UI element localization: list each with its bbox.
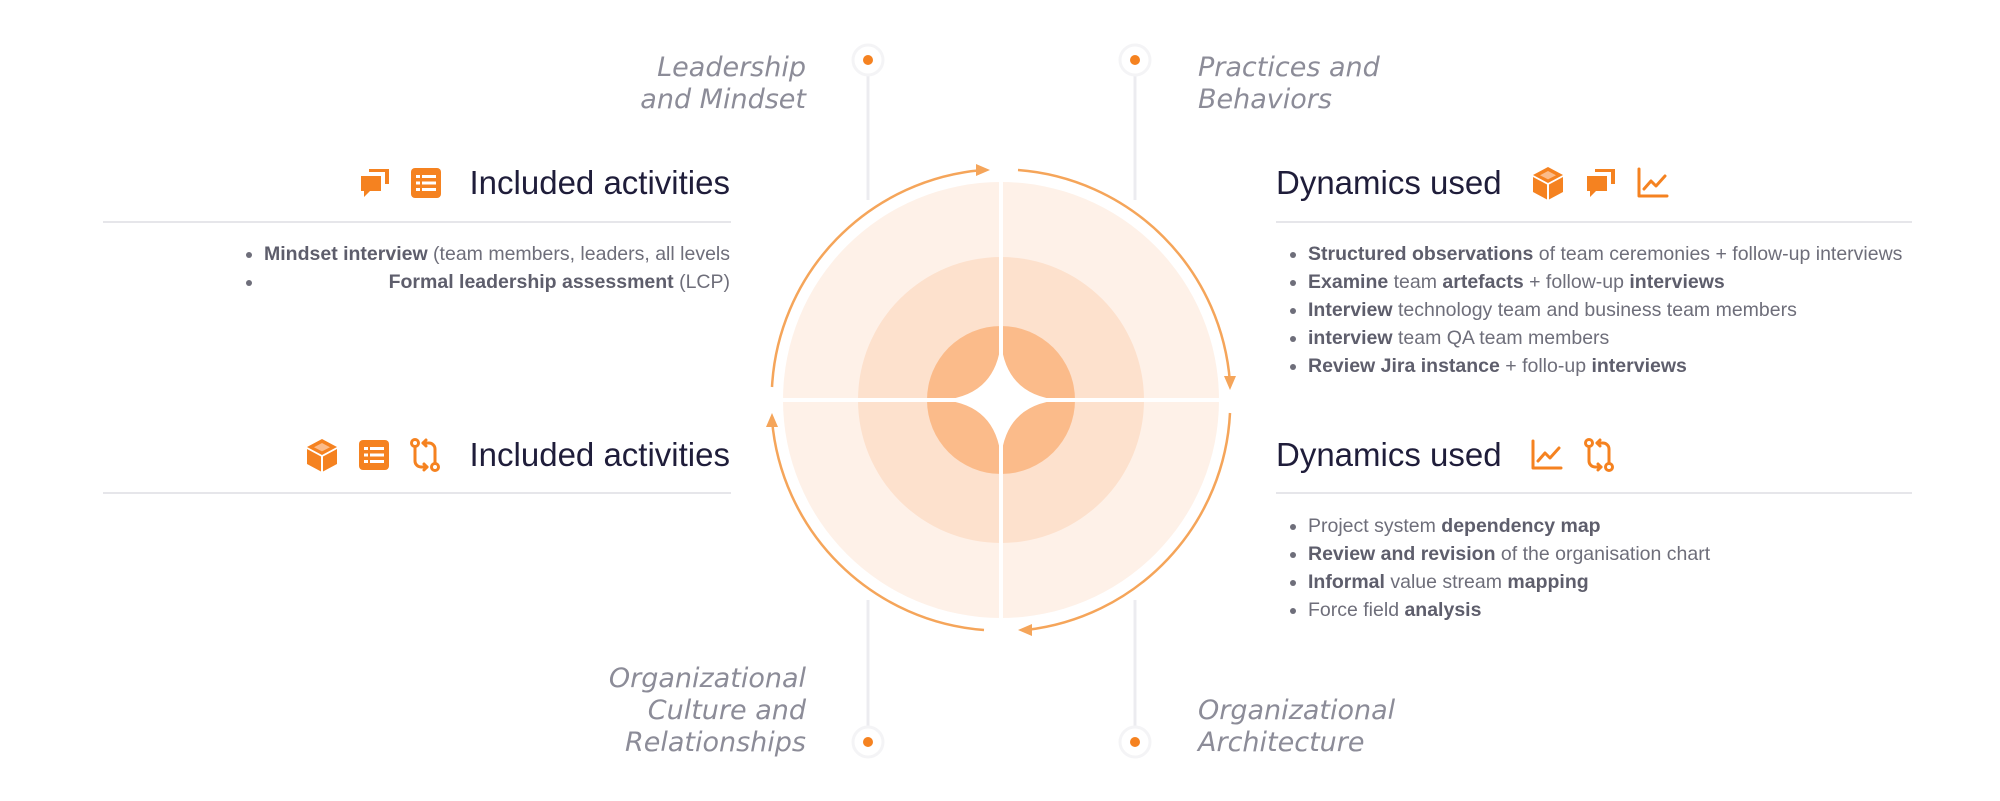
cycle-arrowhead-top-left bbox=[976, 164, 990, 176]
cube-icon bbox=[1530, 165, 1566, 201]
bold-text: interviews bbox=[1629, 271, 1725, 293]
text: team QA team members bbox=[1392, 327, 1610, 349]
bold-text: analysis bbox=[1404, 599, 1482, 621]
label-line: Culture and bbox=[647, 695, 806, 726]
label-practices-and-behaviors: Practices and Behaviors bbox=[1198, 52, 1380, 116]
bold-text: artefacts bbox=[1442, 271, 1524, 293]
connector-dot-bottom-left bbox=[851, 725, 885, 759]
text: (team members, leaders, all levels bbox=[427, 243, 730, 265]
text: technology team and business team member… bbox=[1392, 299, 1797, 321]
label-line: Behaviors bbox=[1198, 84, 1332, 115]
bold-text: Informal bbox=[1308, 571, 1385, 593]
icon-group bbox=[358, 166, 442, 200]
list-item: interview team QA team members bbox=[1288, 324, 1902, 352]
section-divider bbox=[103, 221, 731, 223]
cube-icon bbox=[304, 437, 340, 473]
label-organizational-architecture: Organizational Architecture bbox=[1198, 695, 1395, 759]
cycle-arrowhead-bottom-left bbox=[766, 413, 778, 427]
section-divider bbox=[1276, 492, 1912, 494]
label-leadership-and-mindset: Leadership and Mindset bbox=[640, 52, 806, 116]
list-item: Structured observations of team ceremoni… bbox=[1288, 240, 1902, 268]
bold-text: Formal leadership assessment bbox=[388, 271, 674, 293]
list-item: Force field analysis bbox=[1288, 596, 1710, 624]
cycle-arrow-top-right bbox=[1017, 168, 1232, 384]
bold-text: interviews bbox=[1591, 355, 1687, 377]
label-line: Practices and bbox=[1198, 52, 1380, 83]
list-icon bbox=[410, 167, 442, 199]
chart-icon bbox=[1636, 166, 1670, 200]
section-divider bbox=[103, 492, 731, 494]
section-title: Dynamics used bbox=[1276, 164, 1502, 201]
connector-dot-top-right bbox=[1118, 43, 1152, 77]
bold-text: Interview bbox=[1308, 299, 1393, 321]
bold-text: Structured observations bbox=[1308, 243, 1534, 265]
list-item: Project system dependency map bbox=[1288, 512, 1710, 540]
bold-text: Review Jira instance bbox=[1308, 355, 1500, 377]
label-line: and Mindset bbox=[640, 84, 806, 115]
leadership-activities-list: Mindset interview (team members, leaders… bbox=[244, 240, 730, 296]
text: (LCP) bbox=[673, 271, 730, 293]
section-title: Included activities bbox=[469, 164, 730, 201]
bold-text: dependency map bbox=[1441, 515, 1601, 537]
flow-icon bbox=[408, 437, 442, 473]
chat-icon bbox=[1584, 166, 1618, 200]
text: + follo-up bbox=[1499, 355, 1592, 377]
cycle-arrowhead-top-right bbox=[1224, 376, 1236, 390]
connector-dot-bottom-right bbox=[1118, 725, 1152, 759]
culture-activities-header: Included activities bbox=[304, 430, 730, 480]
leadership-activities-header: Included activities bbox=[358, 158, 730, 208]
text: of team ceremonies + follow-up interview… bbox=[1533, 243, 1903, 265]
bold-text: Review and revision bbox=[1308, 543, 1496, 565]
text: Project system bbox=[1308, 515, 1442, 537]
cycle-arrowhead-bottom-right bbox=[1018, 624, 1032, 636]
practices-dynamics-header: Dynamics used bbox=[1276, 158, 1670, 208]
text: of the organisation chart bbox=[1495, 543, 1711, 565]
text: Force field bbox=[1308, 599, 1405, 621]
icon-group bbox=[1530, 437, 1616, 473]
chart-icon bbox=[1530, 438, 1564, 472]
label-line: Organizational bbox=[608, 663, 806, 694]
icon-group bbox=[304, 437, 442, 473]
label-line: Architecture bbox=[1198, 727, 1365, 758]
list-icon bbox=[358, 439, 390, 471]
list-item: Examine team artefacts + follow-up inter… bbox=[1288, 268, 1902, 296]
bold-text: Mindset interview bbox=[264, 243, 428, 265]
label-organizational-culture: Organizational Culture and Relationships bbox=[609, 663, 806, 759]
section-title: Included activities bbox=[469, 436, 730, 473]
label-line: Relationships bbox=[624, 727, 806, 758]
flow-icon bbox=[1582, 437, 1616, 473]
list-item: Mindset interview (team members, leaders… bbox=[244, 240, 730, 268]
list-item: Interview technology team and business t… bbox=[1288, 296, 1902, 324]
list-item: Review Jira instance + follo-up intervie… bbox=[1288, 352, 1902, 380]
section-divider bbox=[1276, 221, 1912, 223]
label-line: Organizational bbox=[1198, 695, 1396, 726]
icon-group bbox=[1530, 165, 1670, 201]
cycle-arrow-top-left bbox=[770, 168, 984, 388]
architecture-dynamics-header: Dynamics used bbox=[1276, 430, 1616, 480]
bold-text: mapping bbox=[1507, 571, 1589, 593]
text: team bbox=[1388, 271, 1443, 293]
bold-text: Examine bbox=[1308, 271, 1389, 293]
section-title: Dynamics used bbox=[1276, 436, 1502, 473]
list-item: Review and revision of the organisation … bbox=[1288, 540, 1710, 568]
chat-icon bbox=[358, 166, 392, 200]
text: value stream bbox=[1384, 571, 1508, 593]
connector-dot-top-left bbox=[851, 43, 885, 77]
cycle-arrow-bottom-left bbox=[770, 419, 985, 632]
text: + follow-up bbox=[1523, 271, 1630, 293]
cycle-arrow-bottom-right bbox=[1025, 412, 1232, 632]
bold-text: interview bbox=[1308, 327, 1393, 349]
list-item: Informal value stream mapping bbox=[1288, 568, 1710, 596]
list-item: Formal leadership assessment (LCP) bbox=[244, 268, 730, 296]
label-line: Leadership bbox=[657, 52, 806, 83]
practices-dynamics-list: Structured observations of team ceremoni… bbox=[1288, 240, 1902, 380]
